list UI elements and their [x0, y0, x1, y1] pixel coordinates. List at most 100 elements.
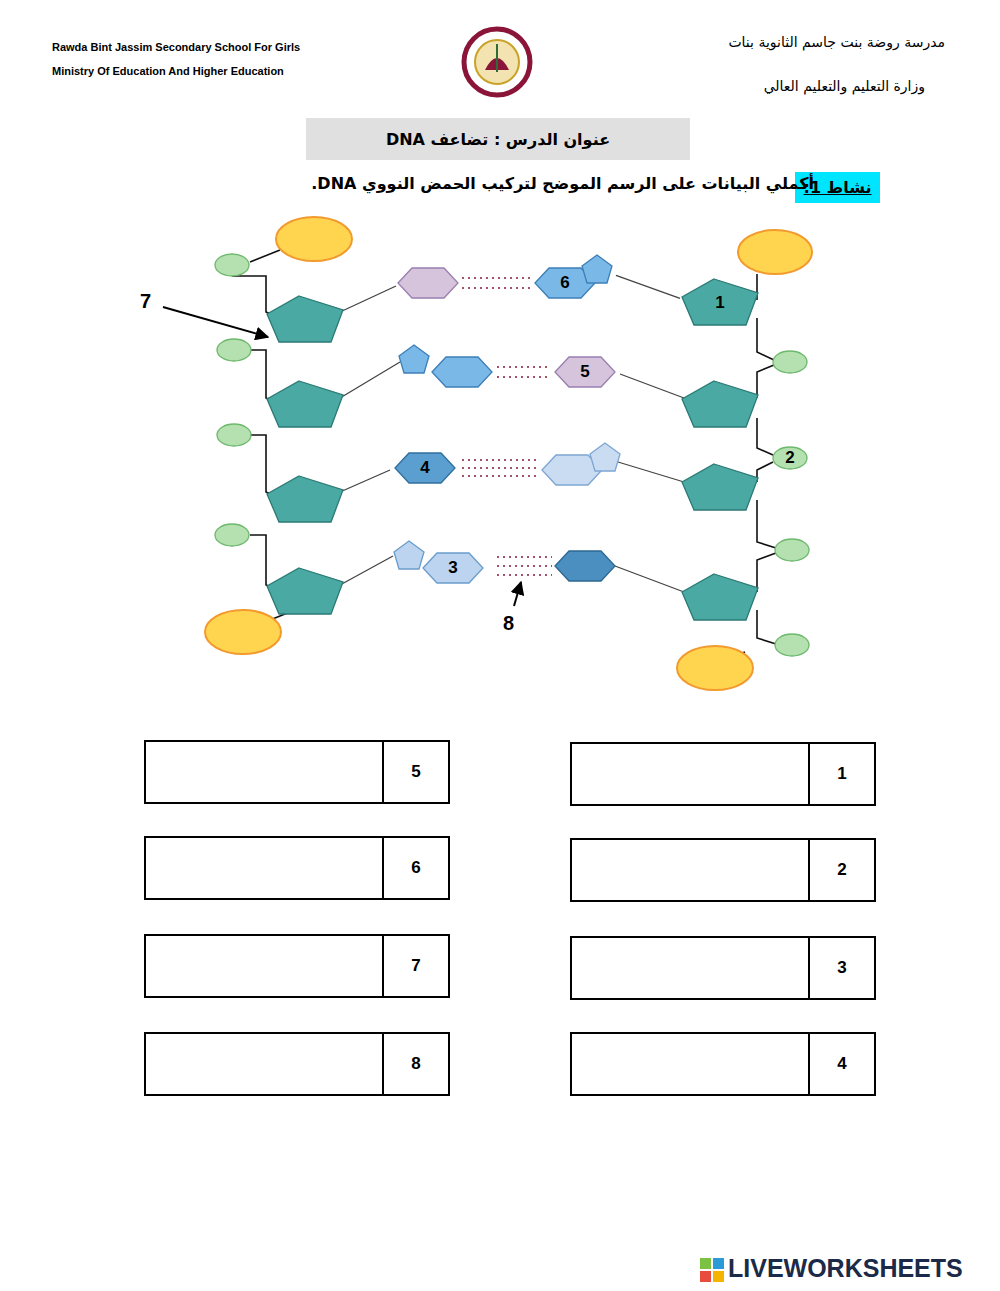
hydrogen-bond — [497, 557, 552, 575]
sugar — [682, 574, 758, 620]
sugar — [682, 381, 758, 427]
lesson-title-band: عنوان الدرس : تضاعف DNA — [306, 118, 690, 160]
answer-number: 2 — [837, 860, 846, 880]
logo-core — [475, 40, 519, 84]
callout-number: 1 — [715, 293, 724, 313]
base-double-ring: 3 — [385, 538, 489, 586]
number-cell: 4 — [808, 1034, 874, 1094]
base-link — [615, 566, 684, 592]
answer-row: 6 — [144, 836, 450, 900]
backbone-line — [757, 462, 773, 482]
callout-number: 7 — [140, 290, 151, 313]
answer-number: 1 — [837, 764, 846, 784]
hydrogen-bonds — [462, 278, 552, 575]
logo-palm — [496, 44, 498, 72]
base-link — [340, 286, 396, 312]
answer-row: 7 — [144, 934, 450, 998]
number-cell: 1 — [808, 744, 874, 804]
hydrogen-bond — [462, 278, 532, 288]
answer-number: 5 — [411, 762, 420, 782]
ministry-logo — [464, 29, 530, 95]
hydrogen-bond — [497, 367, 550, 377]
shape-outline — [385, 538, 489, 586]
liveworksheets-icon — [700, 1258, 724, 1282]
shape-part — [423, 553, 483, 583]
phosphate-circle: 2 — [772, 446, 808, 470]
answer-row: 1 — [570, 742, 876, 806]
backbone-line — [757, 365, 774, 398]
base-hexagon — [432, 357, 492, 387]
backbone-line — [757, 610, 776, 644]
answer-number: 7 — [411, 956, 420, 976]
leader-line — [163, 307, 268, 337]
ministry-name-arabic: وزارة التعليم والتعليم العالي — [764, 78, 925, 94]
base-hexagon: 5 — [550, 355, 620, 389]
bases — [398, 268, 620, 581]
base-links — [340, 286, 684, 592]
base-hexagon — [555, 551, 615, 581]
shape-part — [582, 255, 612, 283]
ministry-name: Ministry Of Education And Higher Educati… — [52, 65, 284, 77]
sugars — [267, 296, 758, 620]
strand-end — [738, 230, 812, 274]
sugar — [267, 476, 343, 522]
strand-end — [276, 217, 352, 261]
backbone-lines — [232, 250, 776, 658]
shape-part — [395, 453, 455, 483]
answer-row: 2 — [570, 838, 876, 902]
icon-square — [700, 1258, 711, 1269]
backbone-line — [757, 553, 776, 592]
icon-square — [713, 1258, 724, 1269]
shape-outline — [530, 252, 616, 304]
answer-row: 5 — [144, 740, 450, 804]
sugar — [267, 381, 343, 427]
phosphate — [773, 351, 807, 373]
callout-number: 6 — [560, 273, 569, 293]
callout-number: 2 — [785, 448, 794, 468]
answer-number: 6 — [411, 858, 420, 878]
hydrogen-bond — [462, 460, 540, 476]
backbone-line — [757, 318, 774, 360]
strand-end — [205, 610, 281, 654]
answer-number: 4 — [837, 1054, 846, 1074]
callout-leaders — [163, 307, 521, 606]
school-name-arabic: مدرسة روضة بنت جاسم الثانوية بنات — [728, 34, 945, 50]
phosphate — [775, 634, 809, 656]
callout-number: 4 — [420, 458, 429, 478]
backbone-line — [757, 418, 773, 455]
phosphate — [217, 339, 251, 361]
lesson-title: عنوان الدرس : تضاعف DNA — [386, 130, 610, 149]
answer-row: 3 — [570, 936, 876, 1000]
number-cell: 5 — [382, 742, 448, 802]
sugar — [682, 464, 758, 510]
sugar — [267, 568, 343, 614]
base-hexagon: 4 — [390, 451, 460, 485]
answer-row: 8 — [144, 1032, 450, 1096]
shape-part — [394, 541, 424, 569]
icon-square — [700, 1271, 711, 1282]
base-hexagon — [398, 268, 458, 298]
sugar-pentagon: 1 — [680, 275, 760, 327]
backbone-line — [757, 500, 776, 548]
phosphate — [215, 254, 249, 276]
shape-part — [555, 357, 615, 387]
answer-row: 4 — [570, 1032, 876, 1096]
number-cell: 8 — [382, 1034, 448, 1094]
number-cell: 2 — [808, 840, 874, 900]
phosphate — [775, 539, 809, 561]
icon-square — [713, 1271, 724, 1282]
base-link — [340, 556, 393, 585]
base-link — [618, 462, 684, 482]
school-name: Rawda Bint Jassim Secondary School For G… — [52, 41, 300, 53]
number-cell: 3 — [808, 938, 874, 998]
footer-brand: LIVEWORKSHEETS — [728, 1254, 963, 1283]
shape-part — [682, 279, 758, 325]
phosphates — [215, 254, 809, 656]
callout-number: 3 — [448, 558, 457, 578]
strand-end — [677, 646, 753, 690]
phosphate — [217, 424, 251, 446]
base-ring — [399, 345, 429, 373]
base-link — [620, 374, 684, 398]
callout-number: 5 — [580, 362, 589, 382]
